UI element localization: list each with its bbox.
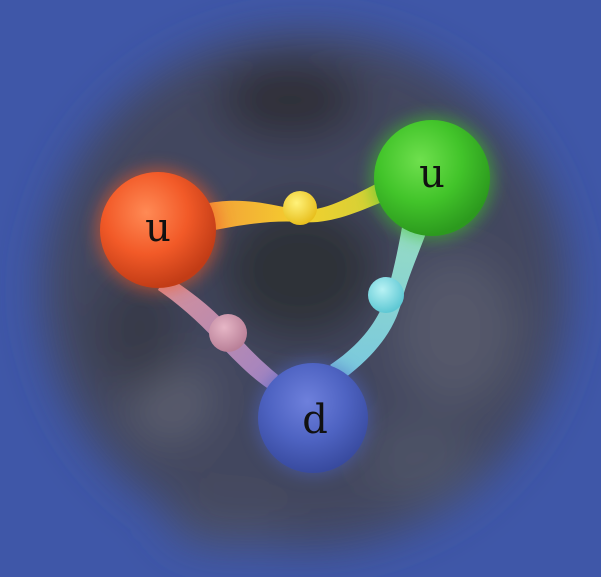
- gluon-bead-yellow: [283, 191, 317, 225]
- gluon-bead-pink: [209, 314, 247, 352]
- up-quark-green: [374, 120, 490, 236]
- gluon-bead-cyan: [368, 277, 404, 313]
- down-quark-blue: [258, 363, 368, 473]
- up-quark-red: [100, 172, 216, 288]
